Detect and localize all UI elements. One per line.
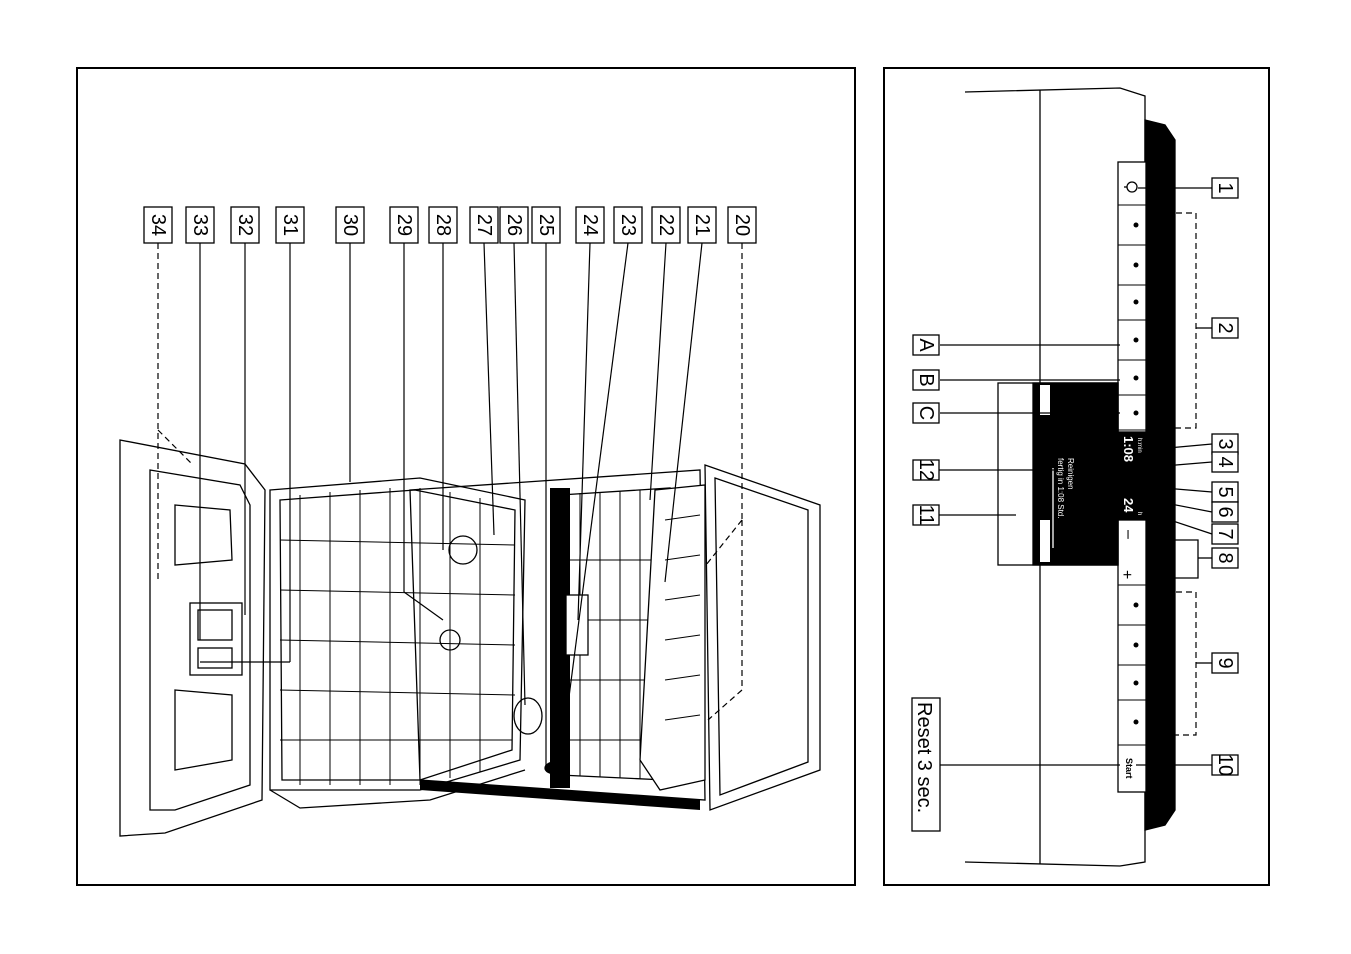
right-callout-5: 5 [1212, 482, 1238, 502]
right-callout-label: 4 [1214, 456, 1236, 467]
right-callout-label: 10 [1214, 754, 1236, 776]
left-callout-label: 31 [279, 214, 301, 236]
display-time: 1:08 [1121, 436, 1136, 462]
right-callout-label: 2 [1214, 322, 1236, 333]
left-callout-label: 25 [535, 214, 557, 236]
left-callout-label: 27 [473, 214, 495, 236]
left-callout-27: 27 [470, 207, 498, 243]
left-callout-26: 26 [500, 207, 528, 243]
right-callout-label: 11 [915, 505, 937, 526]
salt-container [566, 595, 588, 655]
lower-basket [270, 478, 525, 790]
right-callout-2: 2 [1212, 318, 1238, 338]
info-text-line1: Reinigen [1066, 458, 1075, 490]
right-callout-label: 7 [1214, 528, 1236, 539]
left-callout-label: 23 [617, 214, 639, 236]
display-unit: h:min [1136, 438, 1142, 453]
left-callout-31: 31 [276, 207, 304, 243]
left-callout-group: 34 33 32 31 30 29 28 27 26 25 24 23 22 21 20 [144, 207, 756, 243]
left-callout-label: 34 [147, 214, 169, 236]
left-callout-label: 29 [393, 214, 415, 236]
left-callout-30: 30 [336, 207, 364, 243]
left-callout-25: 25 [532, 207, 560, 243]
letter-callout-label: A [915, 338, 937, 352]
left-callout-23: 23 [614, 207, 642, 243]
left-callout-33: 33 [186, 207, 214, 243]
start-button-label[interactable]: Start [1124, 758, 1134, 779]
letter-callout-A: A [913, 335, 939, 355]
letter-callout-label: B [915, 373, 937, 386]
right-callout-3: 3 [1212, 434, 1238, 454]
left-callout-20: 20 [728, 207, 756, 243]
basket-hub [449, 536, 477, 564]
left-callout-label: 30 [339, 214, 361, 236]
left-callout-label: 26 [503, 214, 525, 236]
left-callout-label: 20 [731, 214, 753, 236]
right-callout-label: 12 [915, 459, 937, 481]
letter-callout-C: C [913, 403, 939, 423]
display-time-24-unit: h [1136, 512, 1142, 515]
right-callout-label: 6 [1214, 506, 1236, 517]
right-callout-7: 7 [1212, 524, 1238, 544]
right-callout-6: 6 [1212, 502, 1238, 522]
info-text-line2: fertig in 1:08 Std. [1056, 458, 1065, 518]
left-callout-label: 33 [189, 214, 211, 236]
left-callout-label: 22 [655, 214, 677, 236]
left-callout-label: 21 [691, 214, 713, 236]
left-callout-32: 32 [231, 207, 259, 243]
minus-button-label[interactable]: – [1120, 530, 1137, 539]
left-callout-label: 24 [579, 214, 601, 236]
left-callout-24: 24 [576, 207, 604, 243]
right-callout-1: 1 [1212, 178, 1238, 198]
left-callout-22: 22 [652, 207, 680, 243]
right-callout-8: 8 [1212, 548, 1238, 568]
display-time-24: 24 [1121, 498, 1136, 513]
right-callout-label: 5 [1214, 486, 1236, 497]
right-callout-4: 4 [1212, 452, 1238, 472]
left-callout-label: 32 [234, 214, 256, 236]
right-callout-label: 8 [1214, 552, 1236, 563]
left-callout-21: 21 [688, 207, 716, 243]
cutlery-drawer [640, 485, 705, 790]
right-callout-10: 10 [1212, 754, 1238, 776]
right-callout-9: 9 [1212, 653, 1238, 673]
right-callout-label: 1 [1214, 182, 1236, 193]
right-callout-11: 11 [913, 505, 939, 526]
letter-callout-B: B [913, 370, 939, 390]
left-callout-label: 28 [432, 214, 454, 236]
left-callout-28: 28 [429, 207, 457, 243]
reset-label: Reset 3 sec. [913, 702, 935, 813]
right-callout-label: 3 [1214, 438, 1236, 449]
right-callout-12: 12 [913, 459, 939, 481]
filter [514, 698, 542, 734]
side-panel [705, 465, 820, 810]
right-callout-label: 9 [1214, 657, 1236, 668]
letter-callout-label: C [915, 406, 937, 420]
left-callout-29: 29 [390, 207, 418, 243]
left-callout-34: 34 [144, 207, 172, 243]
plus-button-label[interactable]: + [1118, 570, 1135, 579]
